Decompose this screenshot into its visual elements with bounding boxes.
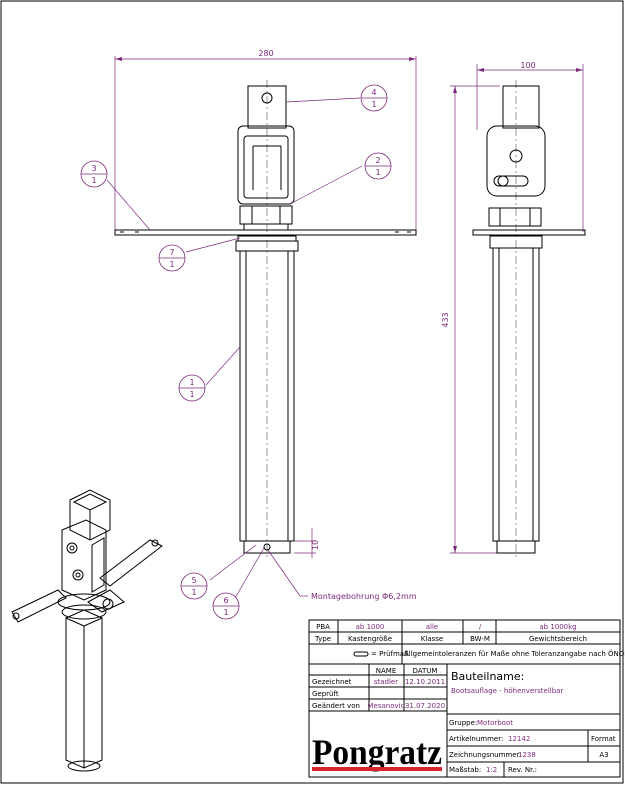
- tb-r2c2: Kastengröße: [348, 635, 392, 643]
- callout-number: 6: [223, 596, 228, 605]
- dim-10-label: 10: [311, 540, 320, 550]
- dim-100-label: 100: [520, 61, 535, 70]
- callout-number: 3: [91, 164, 96, 173]
- callout-7: 71: [158, 244, 186, 272]
- artikel: 12142: [508, 735, 530, 743]
- logo-underline: [312, 767, 442, 771]
- format-label: Format: [591, 735, 616, 743]
- bauteilname: Bootsauflage - höhenverstellbar: [451, 687, 563, 695]
- gruppe: Motorboot: [477, 719, 513, 727]
- callout-quantity: 1: [169, 260, 174, 269]
- hdr-datum: DATUM: [413, 667, 438, 675]
- tb-r1c5: ab 1000kg: [539, 623, 576, 631]
- dim-280-label: 280: [258, 49, 273, 58]
- clamp-bracket: [237, 125, 295, 205]
- massstab-label: Maßstab:: [449, 766, 481, 774]
- nut: [239, 205, 293, 225]
- callout-number: 1: [189, 378, 194, 387]
- geaendert-name: Mesanovic: [368, 702, 405, 710]
- callout-number: 5: [191, 576, 196, 585]
- pruefmass-symbol: [353, 651, 369, 657]
- callout-number: 4: [371, 88, 376, 97]
- arrow-left: [115, 57, 122, 61]
- tb-r2c5: Gewichtsbereich: [529, 635, 587, 643]
- callout-6: 61: [212, 592, 240, 620]
- callout-1: 11: [178, 374, 206, 402]
- callout-quantity: 1: [189, 390, 194, 399]
- zeichnung-label: Zeichnungsnummer:: [449, 751, 522, 759]
- callout-5: 51: [180, 572, 208, 600]
- side-view: 100: [450, 61, 586, 560]
- callout-2: 21: [364, 152, 392, 180]
- callout-4: 41: [360, 84, 388, 112]
- artikel-label: Artikelnummer:: [449, 735, 503, 743]
- pruefmass-label: = Prüfmaß: [371, 650, 409, 658]
- pongratz-logo: Pongratz: [312, 732, 442, 772]
- geaendert-label: Geändert von: [312, 702, 360, 710]
- callout-quantity: 1: [375, 168, 380, 177]
- gruppe-label: Gruppe:: [449, 719, 477, 727]
- gezeichnet-name: stadler: [374, 678, 398, 686]
- geaendert-datum: 31.07.2020: [405, 702, 445, 710]
- callout-quantity: 1: [371, 100, 376, 109]
- gezeichnet-label: Gezeichnet: [312, 678, 352, 686]
- bauteilname-label: Bauteilname:: [451, 670, 524, 683]
- format-value: A3: [599, 751, 608, 759]
- bore-note: Montagebohrung Φ6,2mm: [311, 592, 417, 601]
- callout-quantity: 1: [91, 176, 96, 185]
- side-plate: [472, 229, 586, 236]
- callout-quantity: 1: [223, 608, 228, 617]
- hdr-name: NAME: [376, 667, 397, 675]
- gezeichnet-datum: 12.10.2011: [405, 678, 445, 686]
- geprueft-label: Geprüft: [312, 690, 339, 698]
- tb-r2c1: Type: [314, 635, 331, 643]
- tolerance-note: Allgemeintoleranzen für Maße ohne Tolera…: [404, 649, 625, 658]
- callout-number: 7: [169, 248, 174, 257]
- massstab: 1:2: [486, 766, 497, 774]
- tb-r1c4: /: [479, 623, 482, 631]
- tb-r2c4: BW-M: [470, 635, 490, 643]
- title-block: PBA ab 1000 alle / ab 1000kg Type Kasten…: [308, 619, 625, 778]
- isometric-view: [11, 489, 163, 772]
- front-view: [114, 56, 417, 560]
- tb-r1c1: PBA: [316, 623, 330, 631]
- callout-quantity: 1: [191, 588, 196, 597]
- rev-label: Rev. Nr.:: [508, 766, 537, 774]
- tb-r1c2: ab 1000: [356, 623, 385, 631]
- tb-r1c3: alle: [426, 623, 439, 631]
- support-plate: [114, 229, 417, 236]
- zeichnung: 1238: [518, 751, 536, 759]
- dim-433-label: 433: [441, 312, 450, 327]
- tb-r2c3: Klasse: [421, 635, 443, 643]
- arrow-right: [409, 57, 416, 61]
- callout-number: 2: [375, 156, 380, 165]
- leader-lines: [106, 97, 363, 601]
- callout-3: 31: [80, 160, 108, 188]
